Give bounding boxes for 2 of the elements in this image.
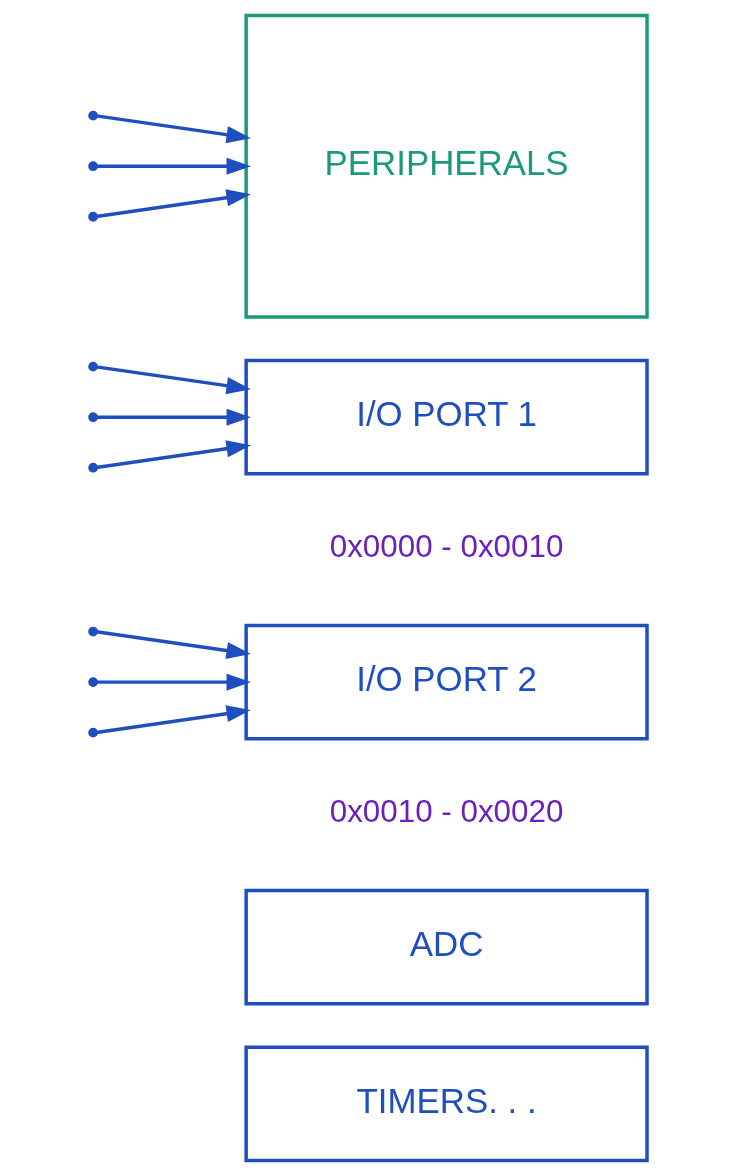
node-label: 0x0000 - 0x0010 <box>329 529 563 565</box>
node-label: 0x0010 - 0x0020 <box>329 794 563 830</box>
